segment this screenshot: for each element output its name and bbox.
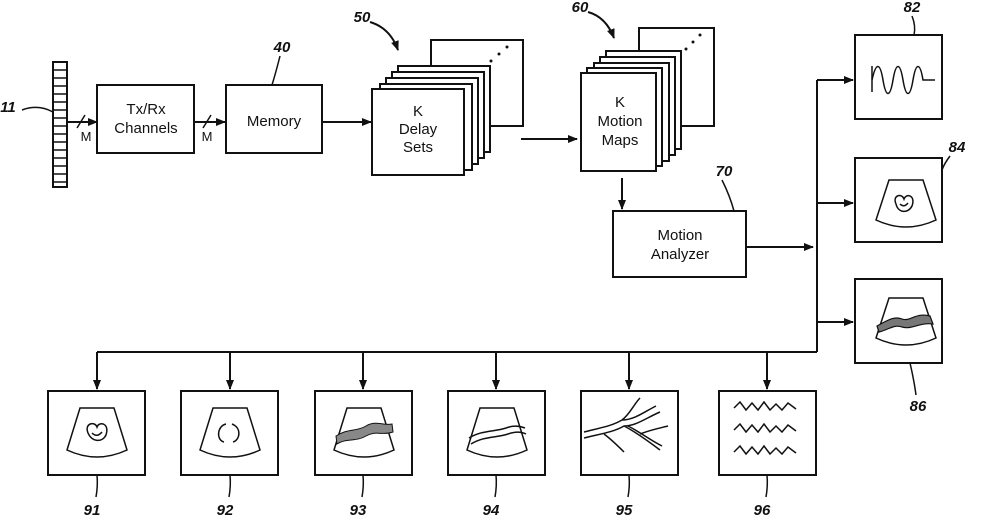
- motion-analyzer-box: [613, 211, 746, 277]
- ref-84: 84: [949, 139, 966, 156]
- leader-84: [942, 156, 950, 170]
- txrx-channels-box: [97, 85, 194, 153]
- transducer-array: [53, 62, 67, 187]
- analyzer-label-line2: Analyzer: [651, 246, 709, 263]
- ref-92: 92: [217, 502, 234, 517]
- analyzer-ref-label: 70: [716, 163, 733, 180]
- analyzer-label-line1: Motion: [657, 227, 702, 244]
- motion-label-line1: K: [615, 94, 625, 111]
- leader-96: [766, 475, 767, 497]
- ref-94: 94: [483, 502, 500, 517]
- delay-ref-label: 50: [354, 9, 371, 26]
- ref-95: 95: [616, 502, 633, 517]
- memory-label: Memory: [247, 113, 302, 130]
- array-ref-label: 11: [0, 99, 16, 116]
- delay-sets-stack: [372, 40, 523, 175]
- leader-82: [912, 16, 915, 35]
- ref-91: 91: [84, 502, 101, 517]
- analyzer-leader: [722, 180, 734, 211]
- leader-92: [229, 475, 230, 497]
- leader-93: [362, 475, 363, 497]
- array-leader: [22, 107, 53, 112]
- memory-ref-label: 40: [273, 39, 291, 56]
- delay-label-line1: K: [413, 103, 423, 120]
- memory-leader: [272, 56, 280, 85]
- output-box-91: [48, 391, 145, 475]
- delay-ref-arrow: [370, 22, 398, 50]
- leader-95: [628, 475, 629, 497]
- motion-maps-stack: [581, 28, 714, 171]
- delay-label-line2: Delay: [399, 121, 438, 138]
- txrx-label-line1: Tx/Rx: [126, 101, 166, 118]
- output-box-95: [581, 391, 678, 475]
- bus-m-label-2: M: [202, 129, 213, 144]
- motion-label-line3: Maps: [602, 132, 639, 149]
- bus-m-label-1: M: [81, 129, 92, 144]
- motion-ref-label: 60: [572, 0, 589, 16]
- output-box-92: [181, 391, 278, 475]
- leader-86: [910, 363, 916, 395]
- ref-82: 82: [904, 0, 921, 16]
- output-box-82: [855, 35, 942, 119]
- output-box-96: [719, 391, 816, 475]
- delay-label-line3: Sets: [403, 139, 433, 156]
- motion-ref-arrow: [588, 12, 614, 38]
- output-box-94: [448, 391, 545, 475]
- leader-91: [96, 475, 97, 497]
- leader-94: [495, 475, 496, 497]
- ref-96: 96: [754, 502, 771, 517]
- txrx-label-line2: Channels: [114, 120, 177, 137]
- ref-86: 86: [910, 398, 927, 415]
- motion-label-line2: Motion: [597, 113, 642, 130]
- ref-93: 93: [350, 502, 367, 517]
